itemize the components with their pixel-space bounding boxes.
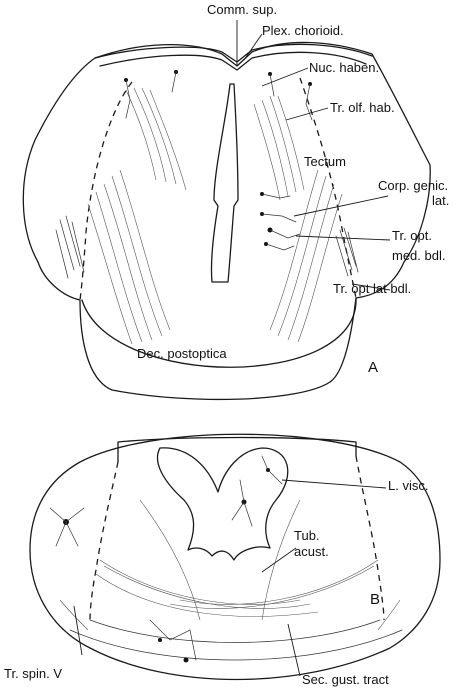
label-med-bdl: med. bdl. bbox=[392, 248, 445, 263]
neurons-b bbox=[50, 456, 282, 663]
fiber-bundle-left bbox=[88, 88, 186, 344]
ventricle-b bbox=[157, 448, 287, 560]
fibers-b bbox=[60, 500, 400, 630]
label-corp-genic: Corp. genic. bbox=[378, 178, 448, 193]
section-b: L. visc. Tub. acust. Tr. spin. V Sec. gu… bbox=[4, 434, 440, 687]
label-l-visc: L. visc. bbox=[388, 478, 428, 493]
tectum-boundary-left bbox=[80, 82, 132, 300]
label-tub: Tub. bbox=[294, 528, 320, 543]
ventral-curve-1 bbox=[70, 630, 402, 660]
label-tectum: Tectum bbox=[304, 154, 346, 169]
label-tr-spin-v: Tr. spin. V bbox=[4, 666, 62, 681]
label-acust: acust. bbox=[294, 544, 329, 559]
label-comm-sup: Comm. sup. bbox=[207, 2, 277, 17]
ventral-curve-2 bbox=[90, 620, 380, 643]
plate-letter-a: A bbox=[368, 359, 378, 376]
section-a-outline bbox=[23, 42, 430, 399]
label-nuc-haben: Nuc. haben. bbox=[309, 60, 379, 75]
label-corp-genic-lat: lat. bbox=[432, 193, 449, 208]
label-plex-chorioid: Plex. chorioid. bbox=[262, 23, 344, 38]
label-tr-opt-lat-bdl: Tr. opt lat bdl. bbox=[333, 281, 411, 296]
ventricle-a bbox=[211, 84, 238, 282]
boundary-b-left bbox=[90, 462, 118, 620]
plate-letter-b: B bbox=[370, 591, 380, 608]
label-sec-gust-tract: Sec. gust. tract bbox=[302, 672, 389, 687]
section-a: Comm. sup. Plex. chorioid. Nuc. haben. T… bbox=[23, 2, 449, 399]
label-tr-opt: Tr. opt. bbox=[392, 228, 432, 243]
label-dec-postoptica: Dec. postoptica bbox=[137, 346, 227, 361]
label-tr-olf-hab: Tr. olf. hab. bbox=[330, 100, 395, 115]
leaders-b bbox=[74, 480, 386, 676]
fiber-bundle-right bbox=[254, 96, 342, 342]
